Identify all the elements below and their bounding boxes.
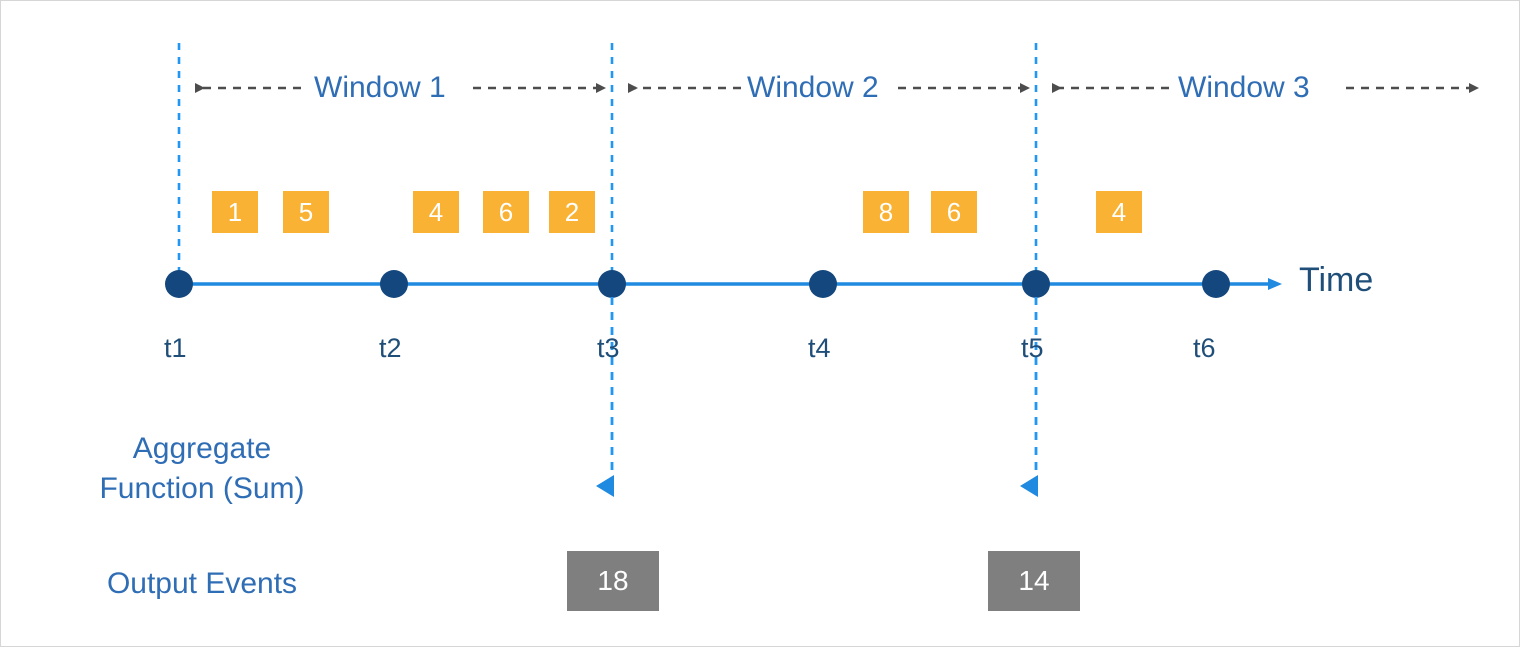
tick-label-t1: t1 (164, 333, 187, 363)
output-emit-arrows (596, 297, 1038, 497)
tick-label-t3: t3 (597, 333, 620, 363)
event-chip: 5 (283, 191, 329, 233)
tick-label-t6: t6 (1193, 333, 1216, 363)
time-axis-label: Time (1299, 261, 1374, 299)
output-chip: 14 (988, 551, 1080, 611)
event-chip: 6 (931, 191, 977, 233)
axis-dot-t2 (380, 270, 408, 298)
output-chip: 18 (567, 551, 659, 611)
axis-dot-t4 (809, 270, 837, 298)
window-label-2: Window 2 (747, 71, 879, 104)
tick-label-t4: t4 (808, 333, 831, 363)
output-events-label: Output Events (106, 567, 298, 600)
tick-label-t5: t5 (1021, 333, 1044, 363)
axis-dot-t3 (598, 270, 626, 298)
aggregate-function-label: Aggregate Function (Sum) (99, 432, 305, 505)
event-chip: 1 (212, 191, 258, 233)
axis-dot-t5 (1022, 270, 1050, 298)
window-boundary-lines (177, 43, 1038, 284)
time-axis (165, 270, 1282, 298)
tick-label-t2: t2 (379, 333, 402, 363)
window-label-1: Window 1 (314, 71, 446, 104)
event-chip: 4 (1096, 191, 1142, 233)
event-chip: 8 (863, 191, 909, 233)
event-chip: 2 (549, 191, 595, 233)
axis-dot-t1 (165, 270, 193, 298)
axis-dot-t6 (1202, 270, 1230, 298)
event-chip: 4 (413, 191, 459, 233)
event-chip: 6 (483, 191, 529, 233)
window-label-3: Window 3 (1178, 71, 1310, 104)
